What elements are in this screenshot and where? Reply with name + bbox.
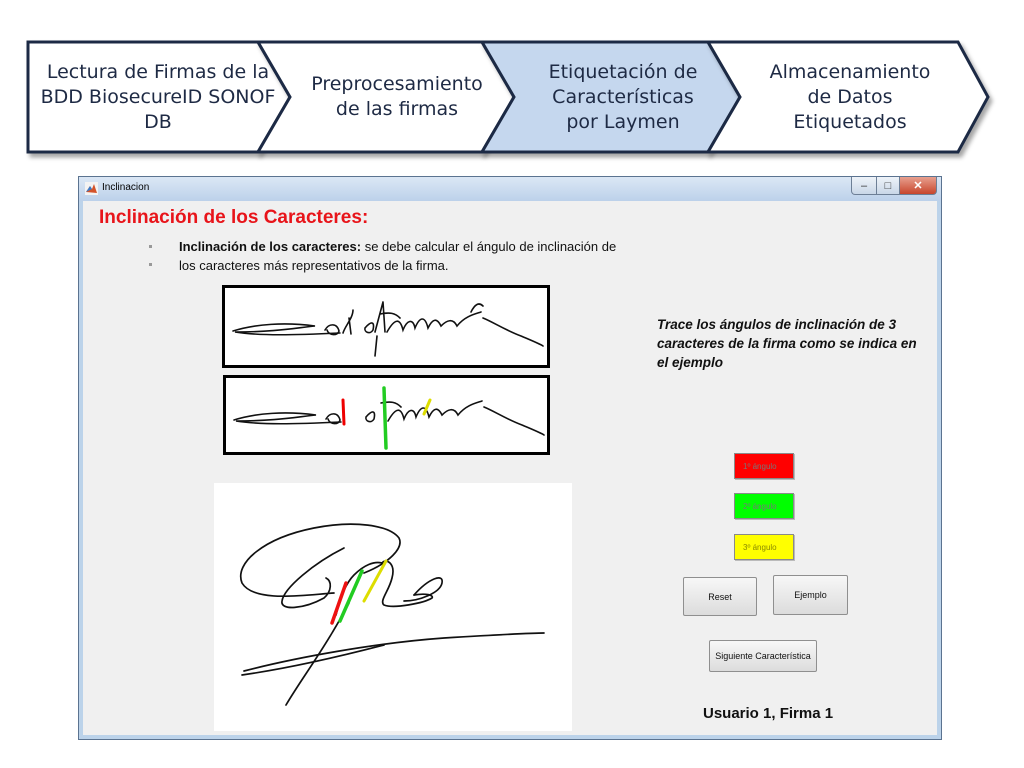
process-flow: Lectura de Firmas de la BDD BiosecureID …: [0, 0, 1024, 170]
next-feature-button[interactable]: Siguiente Característica: [709, 640, 817, 672]
instruction-text: Trace los ángulos de inclinación de 3 ca…: [657, 317, 917, 370]
canvas-stroke-green: [338, 569, 364, 623]
angle-3-button[interactable]: 3º ángulo: [734, 534, 794, 560]
bullet-dot: [149, 263, 152, 266]
angle-2-button[interactable]: 2º ángulo: [734, 493, 794, 519]
canvas-signature: [239, 523, 545, 706]
minimize-icon: –: [860, 179, 868, 192]
reset-button[interactable]: Reset: [683, 577, 757, 616]
signature-drawing-angles: [233, 386, 545, 450]
angle-1-button[interactable]: 1º ángulo: [734, 453, 794, 479]
canvas-stroke-yellow: [362, 559, 388, 603]
description-bold: Inclinación de los caracteres:: [179, 239, 362, 254]
signature-drawing: [232, 301, 544, 357]
title-bar[interactable]: Inclinacion – □ ✕: [79, 177, 941, 201]
maximize-button[interactable]: □: [876, 177, 900, 195]
angle-stroke-green: [382, 386, 388, 450]
example-signature-plain: [222, 285, 550, 368]
maximize-icon: □: [884, 179, 892, 192]
user-label: Usuario 1, Firma 1: [703, 705, 834, 722]
close-button[interactable]: ✕: [899, 177, 937, 195]
window-title: Inclinacion: [102, 182, 150, 193]
canvas-stroke-red: [330, 581, 348, 625]
page-heading: Inclinación de los Caracteres:: [99, 207, 369, 228]
description-text: Inclinación de los caracteres: se debe c…: [179, 237, 619, 275]
step-4-label: Almacenamiento de Datos Etiquetados: [769, 60, 931, 133]
example-button[interactable]: Ejemplo: [773, 575, 848, 615]
minimize-button[interactable]: –: [851, 177, 877, 195]
close-icon: ✕: [913, 180, 923, 192]
example-signature-marked: [223, 375, 550, 455]
bullet-dot: [149, 245, 152, 248]
step-3-label: Etiquetación de Características por Laym…: [548, 60, 698, 133]
app-window: Inclinacion – □ ✕ Inclinación de los Car…: [78, 176, 942, 740]
window-content: Inclinación de los Caracteres: Inclinaci…: [83, 201, 937, 735]
angle-stroke-yellow: [422, 398, 432, 416]
process-chevrons: [26, 40, 990, 154]
matlab-icon: [85, 182, 98, 195]
description-rest: se debe calcular el ángulo de inclinació…: [179, 239, 617, 273]
step-4-shape: [705, 40, 990, 154]
step-1-label: Lectura de Firmas de la BDD BiosecureID …: [40, 60, 276, 133]
signature-canvas[interactable]: [214, 483, 572, 731]
step-2-label: Preprocesamiento de las firmas: [311, 73, 483, 120]
angle-stroke-red: [341, 398, 346, 426]
